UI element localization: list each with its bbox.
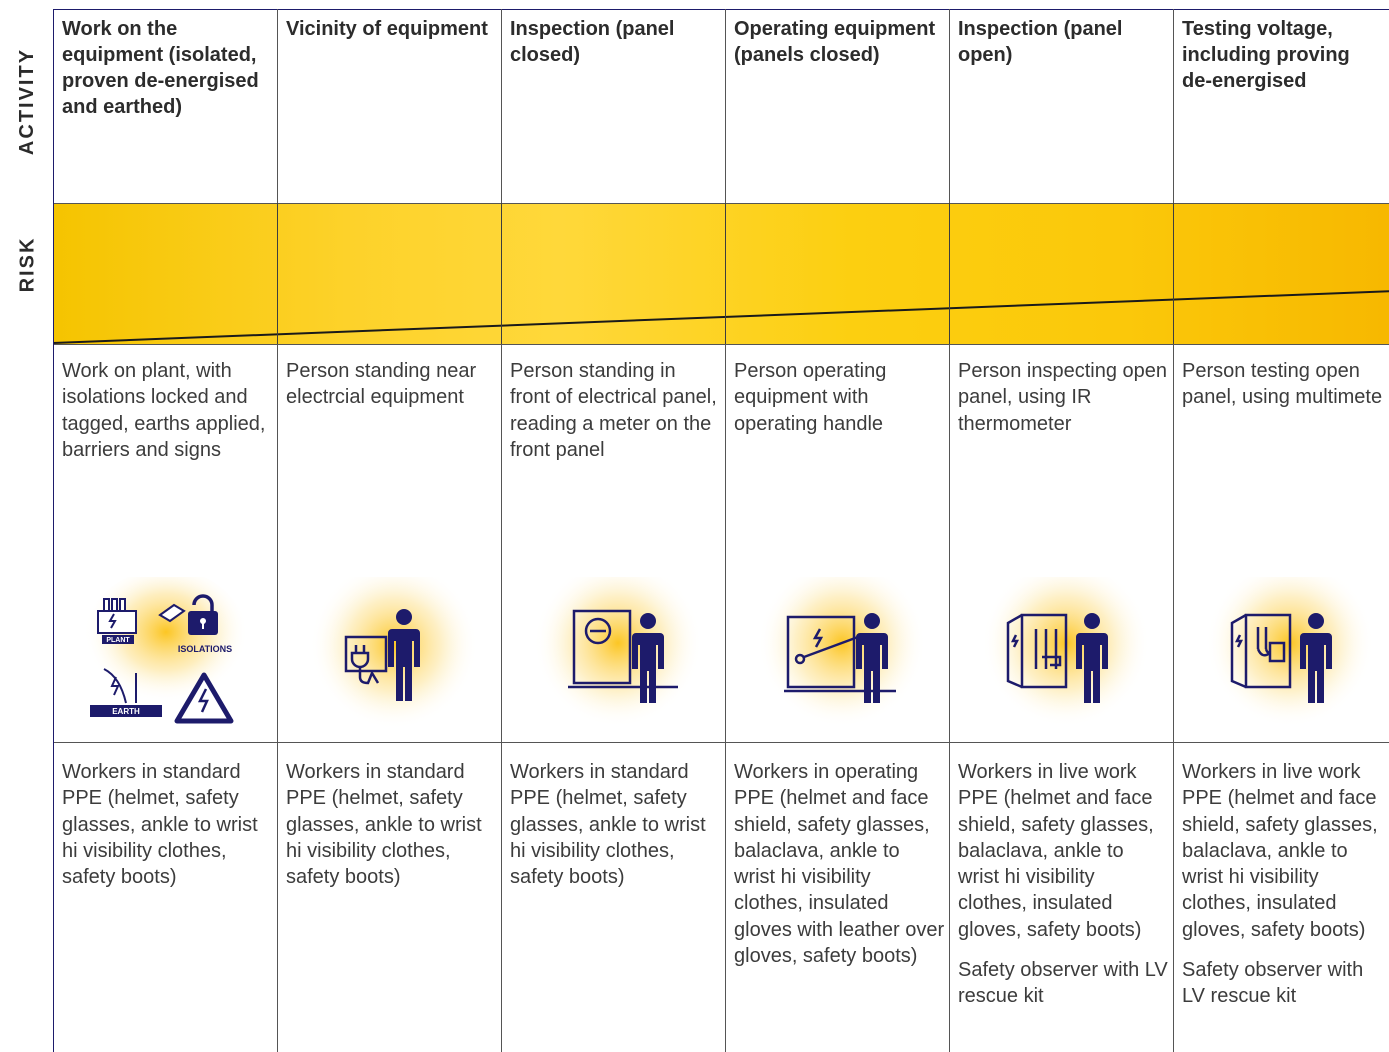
ppe-requirements: Workers in live work PPE (helmet and fac… (958, 759, 1169, 1010)
ppe-text: Workers in operating PPE (helmet and fac… (734, 761, 945, 968)
band-divider (277, 203, 278, 344)
activity-description: Person inspecting open panel, using IR t… (958, 360, 1168, 435)
activity-title: Operating equipment (panels closed) (734, 18, 936, 66)
activity-description: Person standing in front of electrical p… (510, 360, 717, 461)
risk-trend-chart (53, 290, 1389, 344)
band-divider (501, 203, 502, 344)
person-operating-handle-icon (748, 577, 928, 727)
activity-description: Person testing open panel, using multime… (1182, 360, 1383, 409)
activity-title: Testing voltage, including proving de-en… (1182, 18, 1350, 92)
ppe-text: Workers in standard PPE (helmet, safety … (510, 761, 706, 889)
activity-description: Person operating equipment with operatin… (734, 360, 887, 435)
earth-icon (103, 668, 137, 704)
activity-row-label: ACTIVITY (0, 9, 56, 194)
risk-band (53, 203, 1389, 344)
activity-title: Inspection (panel closed) (510, 18, 675, 66)
column-vicinity-of-equipment: Vicinity of equipment Person standing ne… (277, 9, 501, 1052)
activity-description: Person standing near electrcial equipmen… (286, 360, 477, 409)
activity-risk-table: Work on the equipment (isolated, proven … (53, 9, 1389, 1052)
svg-text:EARTH: EARTH (112, 707, 140, 716)
risk-description-divider (53, 344, 1389, 345)
isolation-lock-icon (158, 594, 218, 635)
risk-trend-line (53, 290, 1389, 344)
description-ppe-divider (53, 742, 1389, 743)
person-reading-meter-icon (524, 577, 704, 727)
ppe-text: Workers in standard PPE (helmet, safety … (62, 761, 258, 889)
column-testing-voltage: Testing voltage, including proving de-en… (1173, 9, 1389, 1052)
svg-text:PLANT: PLANT (106, 637, 130, 644)
ppe-requirements: Workers in standard PPE (helmet, safety … (286, 759, 497, 890)
safety-observer-text: Safety observer with LV rescue kit (958, 959, 1168, 1008)
activity-description: Work on plant, with isolations locked an… (62, 360, 266, 461)
ppe-text: Workers in standard PPE (helmet, safety … (286, 761, 482, 889)
risk-row-label: RISK (0, 194, 56, 335)
plant-icon (97, 598, 137, 634)
warning-triangle-icon (174, 672, 234, 724)
ppe-text: Workers in live work PPE (helmet and fac… (1182, 761, 1378, 941)
activity-title: Work on the equipment (isolated, proven … (62, 18, 259, 118)
ppe-requirements: Workers in operating PPE (helmet and fac… (734, 759, 945, 969)
ppe-requirements: Workers in standard PPE (helmet, safety … (510, 759, 721, 890)
table-top-border (53, 9, 1389, 10)
ppe-requirements: Workers in live work PPE (helmet and fac… (1182, 759, 1385, 1010)
band-divider (949, 203, 950, 344)
person-multimeter-icon (1196, 577, 1376, 727)
column-work-on-equipment: Work on the equipment (isolated, proven … (53, 9, 277, 1052)
ppe-requirements: Workers in standard PPE (helmet, safety … (62, 759, 273, 890)
safety-observer-text: Safety observer with LV rescue kit (1182, 959, 1364, 1008)
activity-title: Inspection (panel open) (958, 18, 1123, 66)
activity-title: Vicinity of equipment (286, 18, 488, 40)
activity-risk-divider (53, 203, 1389, 204)
band-divider (725, 203, 726, 344)
activity-label-text: ACTIVITY (16, 47, 39, 156)
risk-label-text: RISK (16, 236, 39, 293)
svg-text:ISOLATIONS: ISOLATIONS (178, 644, 232, 654)
column-inspection-panel-closed: Inspection (panel closed) Person standin… (501, 9, 725, 1052)
band-divider (1173, 203, 1174, 344)
column-inspection-panel-open: Inspection (panel open) Person inspectin… (949, 9, 1173, 1052)
plant-isolations-earth-warning-icons: PLANT ISOLATIONS EARTH (76, 577, 256, 727)
person-near-plug-icon (300, 577, 480, 727)
person-ir-thermometer-icon (972, 577, 1152, 727)
column-operating-equipment: Operating equipment (panels closed) Pers… (725, 9, 949, 1052)
ppe-text: Workers in live work PPE (helmet and fac… (958, 761, 1154, 941)
